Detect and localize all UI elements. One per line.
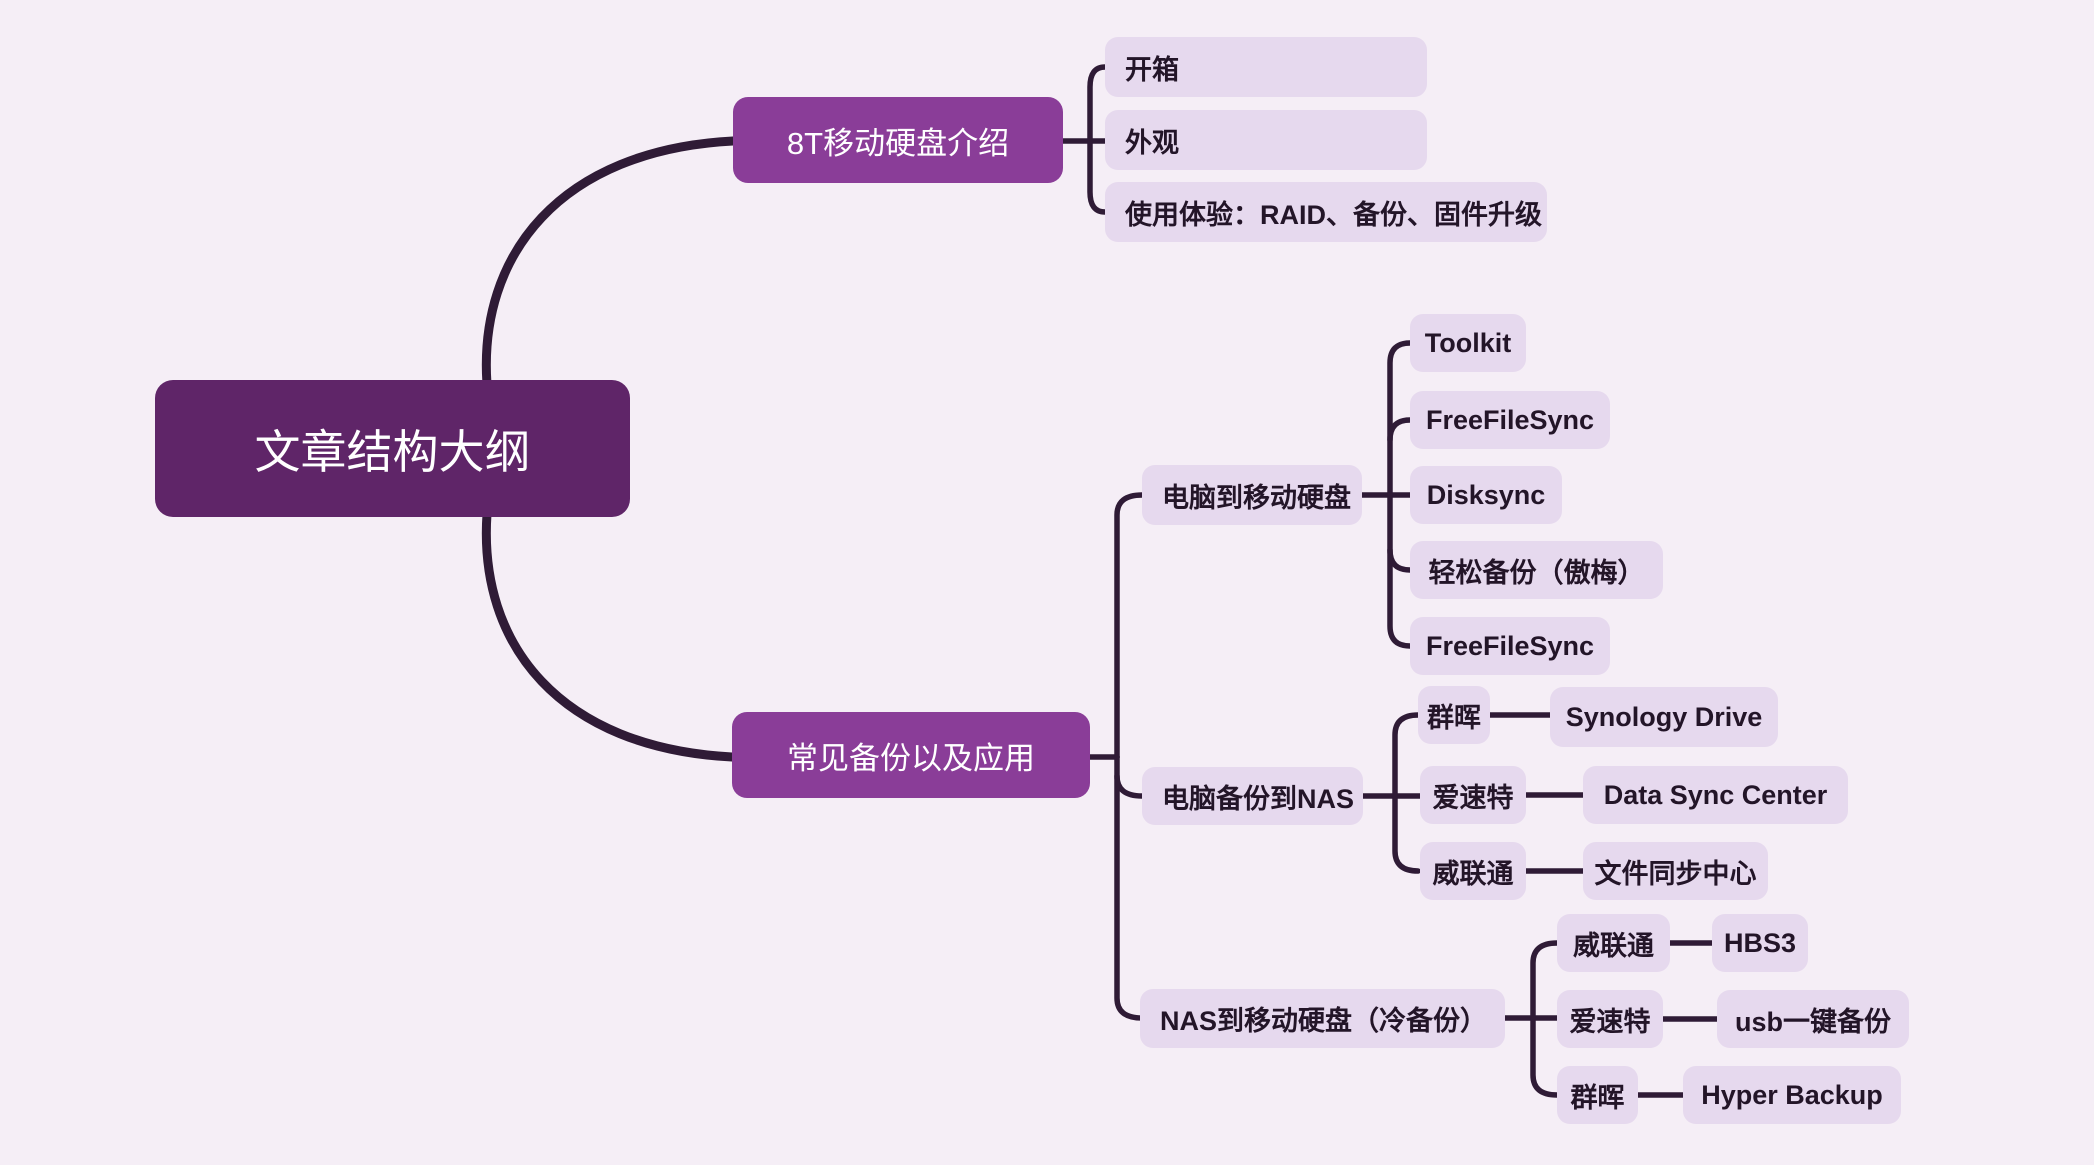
edge-branch1-bottom <box>1087 138 1108 215</box>
edge-branch2-mid <box>1114 773 1145 799</box>
edge-s1-c2 <box>1387 417 1413 443</box>
edge-s2-bottom <box>1392 793 1421 874</box>
branch-backup-apps[interactable]: 常见备份以及应用 <box>732 712 1090 798</box>
app-toolkit[interactable]: Toolkit <box>1410 314 1526 372</box>
topic-appearance[interactable]: 外观 <box>1105 110 1427 170</box>
app-file-sync-center[interactable]: 文件同步中心 <box>1583 842 1768 900</box>
edge-s3-top <box>1530 940 1560 1021</box>
app-disksync[interactable]: Disksync <box>1410 466 1562 524</box>
topic-pc-backup-to-nas[interactable]: 电脑备份到NAS <box>1142 767 1363 825</box>
edge-root-branch1 <box>481 136 738 389</box>
edge-root-branch2 <box>481 509 737 762</box>
app-data-sync-center[interactable]: Data Sync Center <box>1583 766 1848 824</box>
vendor-asustor-2[interactable]: 爱速特 <box>1557 990 1663 1048</box>
edge-s1-bottom <box>1387 492 1413 649</box>
topic-experience[interactable]: 使用体验：RAID、备份、固件升级 <box>1105 182 1547 242</box>
app-usb-one-touch-backup[interactable]: usb一键备份 <box>1717 990 1909 1048</box>
vendor-asustor-1[interactable]: 爱速特 <box>1420 766 1526 824</box>
vendor-synology-2[interactable]: 群晖 <box>1557 1066 1638 1124</box>
topic-nas-to-drive-cold[interactable]: NAS到移动硬盘（冷备份） <box>1140 989 1505 1048</box>
app-hbs3[interactable]: HBS3 <box>1712 914 1808 972</box>
vendor-qnap-2[interactable]: 威联通 <box>1557 914 1670 972</box>
app-freefilesync-1[interactable]: FreeFileSync <box>1410 391 1610 449</box>
app-synology-drive[interactable]: Synology Drive <box>1550 687 1778 747</box>
topic-unboxing[interactable]: 开箱 <box>1105 37 1427 97</box>
app-aomei-backupper[interactable]: 轻松备份（傲梅） <box>1410 541 1663 599</box>
app-hyper-backup[interactable]: Hyper Backup <box>1683 1066 1901 1124</box>
vendor-synology-1[interactable]: 群晖 <box>1418 686 1490 744</box>
edge-s2-top <box>1392 712 1421 799</box>
edge-branch2-bottom <box>1114 754 1145 1021</box>
edge-branch2-top <box>1114 492 1145 760</box>
edge-s1-top <box>1387 340 1413 498</box>
edge-s3-bottom <box>1530 1015 1560 1098</box>
vendor-qnap-1[interactable]: 威联通 <box>1420 842 1526 900</box>
branch-8t-drive-intro[interactable]: 8T移动硬盘介绍 <box>733 97 1063 183</box>
edge-s1-c4 <box>1387 547 1413 573</box>
edge-branch1-top <box>1087 64 1108 144</box>
app-freefilesync-2[interactable]: FreeFileSync <box>1410 617 1610 675</box>
topic-pc-to-drive[interactable]: 电脑到移动硬盘 <box>1142 465 1362 525</box>
root-node[interactable]: 文章结构大纲 <box>155 380 630 517</box>
